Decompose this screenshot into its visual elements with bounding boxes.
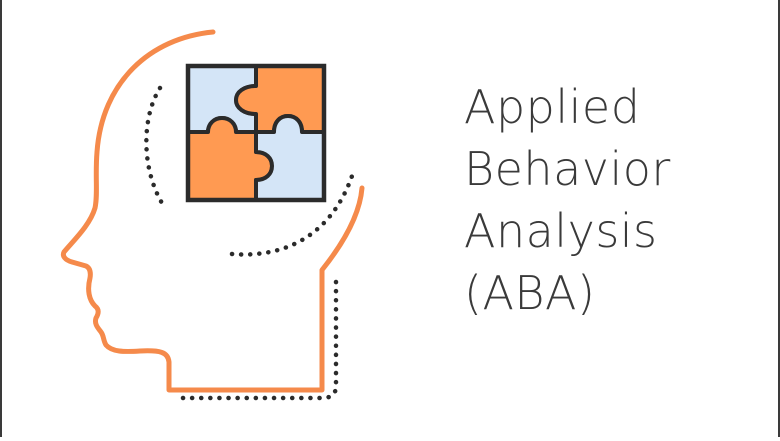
puzzle-frame <box>185 63 327 203</box>
title-line-4: (ABA) <box>464 266 596 320</box>
dotted-arc-left <box>144 85 168 211</box>
head-puzzle-illustration <box>60 29 365 401</box>
left-frame-border <box>0 0 2 437</box>
dotted-line-neck <box>173 279 339 401</box>
title-line-2: Behavior <box>464 142 671 196</box>
dotted-arc-bottom <box>229 173 355 257</box>
title-line-1: Applied <box>464 80 641 134</box>
head-outline <box>60 29 365 393</box>
right-frame-border <box>778 0 780 437</box>
page-title: Applied Behavior Analysis (ABA) <box>464 76 764 324</box>
title-line-3: Analysis <box>464 204 658 258</box>
head-puzzle-icon <box>60 29 365 401</box>
puzzle-grid <box>186 64 326 202</box>
